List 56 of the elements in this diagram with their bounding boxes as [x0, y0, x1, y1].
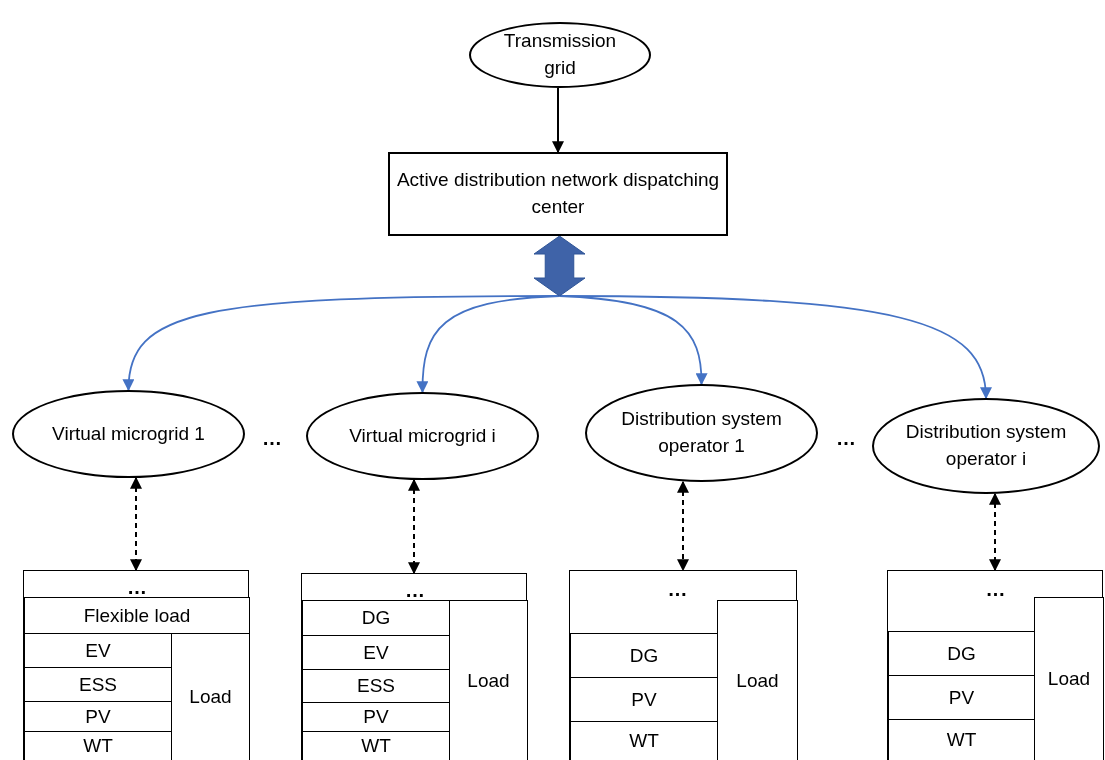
arrow [130, 476, 142, 572]
table-cell [1034, 597, 1104, 760]
node-label: ESS [357, 675, 395, 697]
table-frame [23, 570, 249, 760]
node-label: PV [631, 688, 657, 711]
node-label: WT [83, 735, 113, 757]
node-label: Load [1047, 668, 1091, 690]
table-cell [302, 600, 450, 636]
arrow [552, 87, 564, 154]
table-cell [570, 721, 718, 760]
table-cell [888, 719, 1035, 760]
table-cell [24, 597, 250, 634]
node-label: Transmission grid [502, 29, 618, 80]
table-cell [24, 731, 172, 760]
node-label: WT [361, 735, 391, 757]
table-frame [301, 573, 527, 760]
node-label: Virtual microgrid 1 [51, 421, 206, 446]
arrow [408, 478, 420, 575]
node-label: EV [85, 639, 111, 662]
node-label: DG [361, 607, 391, 629]
node-label: Virtual microgrid i [348, 423, 497, 448]
node-label: DG [947, 642, 976, 665]
table-cell [171, 633, 250, 760]
node-label: Load [189, 686, 232, 708]
table-frame [569, 570, 797, 760]
ellipsis-text: … [404, 580, 426, 600]
arrow [416, 295, 561, 394]
table-cell [717, 600, 798, 760]
node-label: PV [363, 706, 389, 728]
node-label: DG [629, 644, 659, 667]
table-cell [570, 633, 718, 678]
node-label: WT [946, 729, 977, 751]
node-label: WT [629, 730, 659, 752]
ellipsis-text: … [666, 579, 689, 599]
node-label: PV [85, 705, 111, 728]
node-label: PV [948, 686, 975, 709]
node-label: ESS [79, 673, 117, 696]
node-label: Load [467, 669, 510, 692]
node-label: Active distribution network dispatching center [395, 168, 721, 219]
table-cell [449, 600, 528, 760]
node-label: Distribution system operator i [904, 420, 1068, 471]
ellipsis-text: … [984, 579, 1007, 599]
node-label: Flexible load [83, 604, 191, 627]
arrow [558, 295, 708, 386]
arrow [989, 492, 1001, 572]
ellipsis-text: … [126, 577, 148, 597]
ellipsis-label: … [262, 428, 282, 448]
table-cell [888, 631, 1035, 676]
node-label: EV [363, 641, 389, 664]
arrow [677, 480, 689, 572]
table-frame [887, 570, 1103, 760]
table-cell [302, 731, 450, 760]
ellipsis-label: … [836, 428, 856, 448]
node-label: Load [736, 669, 779, 692]
node-label: Distribution system operator 1 [620, 407, 783, 458]
process-box [388, 152, 728, 236]
